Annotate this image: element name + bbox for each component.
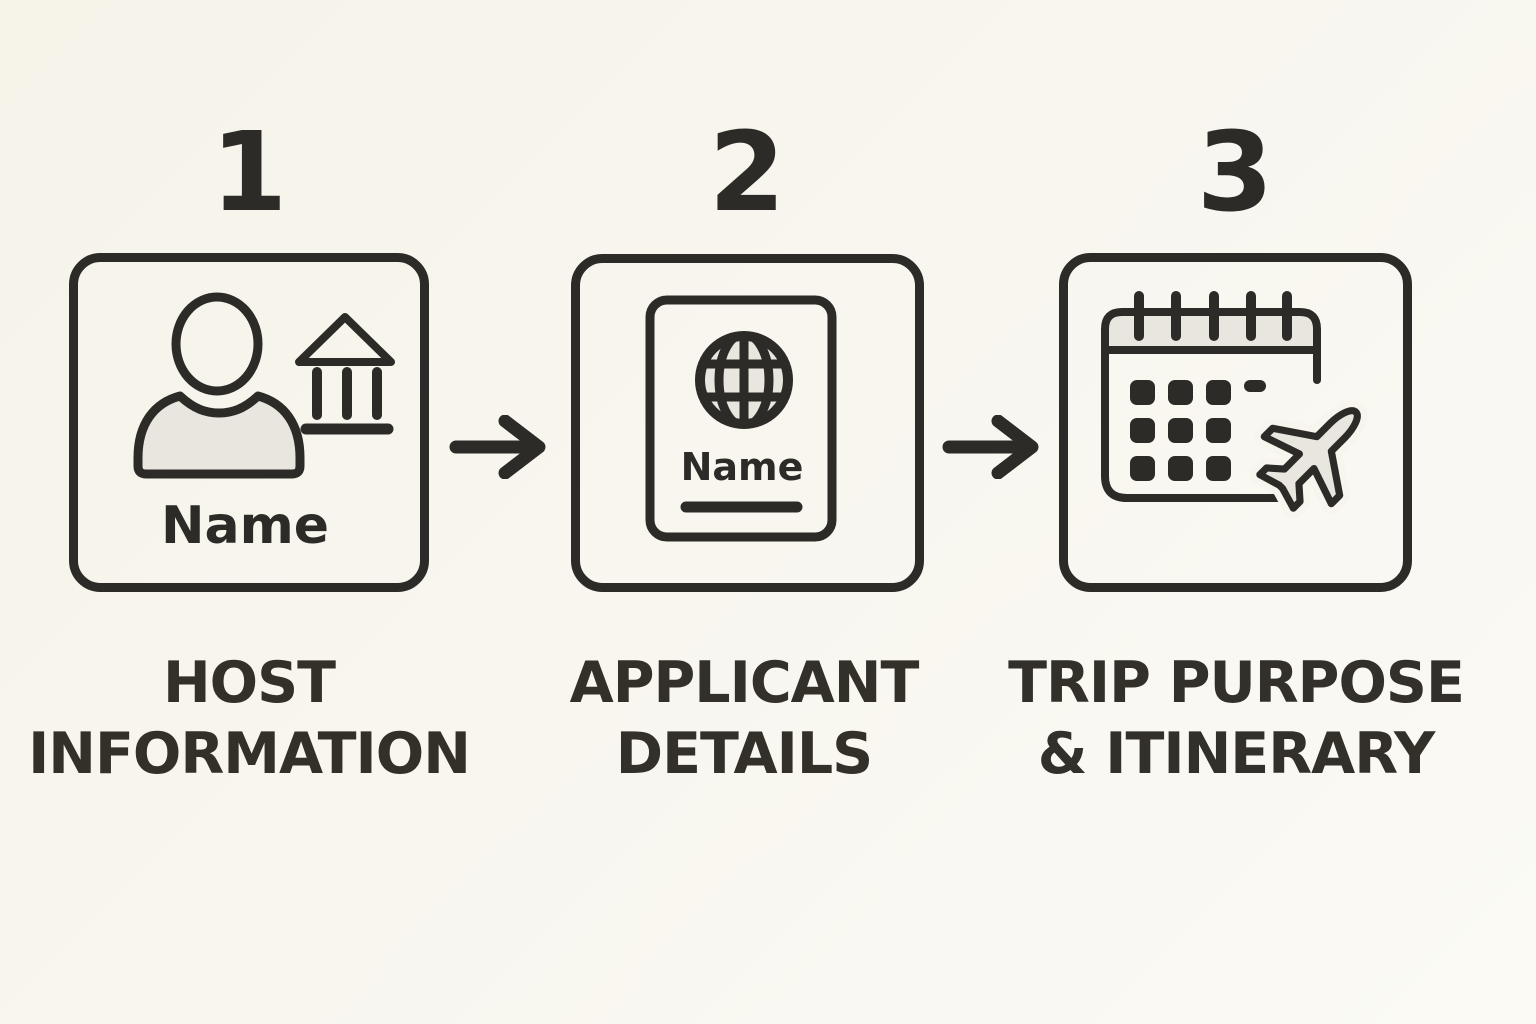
calendar-icon [1101, 291, 1321, 502]
label-line: HOST [162, 650, 336, 716]
step-box-trip-purpose [1059, 253, 1412, 592]
right-arrow-icon [942, 415, 1039, 479]
airplane-icon [1249, 400, 1368, 519]
step-box-border [1059, 253, 1412, 592]
globe-icon [695, 331, 793, 429]
calendar-binding-rings [1134, 291, 1292, 341]
label-line: INFORMATION [28, 721, 471, 787]
step-box-border [571, 254, 924, 592]
step-number-1: 1 [210, 108, 288, 236]
applicant-name-label: Name [681, 445, 804, 489]
passport-icon: Name [645, 295, 837, 542]
label-line: TRIP PURPOSE [1008, 650, 1465, 716]
step-box-host-information: Name [69, 253, 429, 592]
bank-icon [295, 313, 395, 435]
step-label-trip-purpose: TRIP PURPOSE & ITINERARY [996, 648, 1476, 790]
step-number-3: 3 [1196, 108, 1274, 236]
step-label-host-information: HOST INFORMATION [9, 648, 489, 790]
step-number-2: 2 [708, 108, 786, 236]
person-icon [133, 292, 305, 479]
step-box-border [69, 253, 429, 592]
host-name-label: Name [161, 496, 329, 556]
label-line: DETAILS [615, 721, 873, 787]
calendar-date-squares [1130, 380, 1266, 481]
label-line: & ITINERARY [1037, 721, 1436, 787]
label-line: APPLICANT [569, 650, 920, 716]
step-box-applicant-details: Name [571, 254, 924, 592]
step-label-applicant-details: APPLICANT DETAILS [504, 648, 984, 790]
right-arrow-icon [449, 415, 546, 479]
